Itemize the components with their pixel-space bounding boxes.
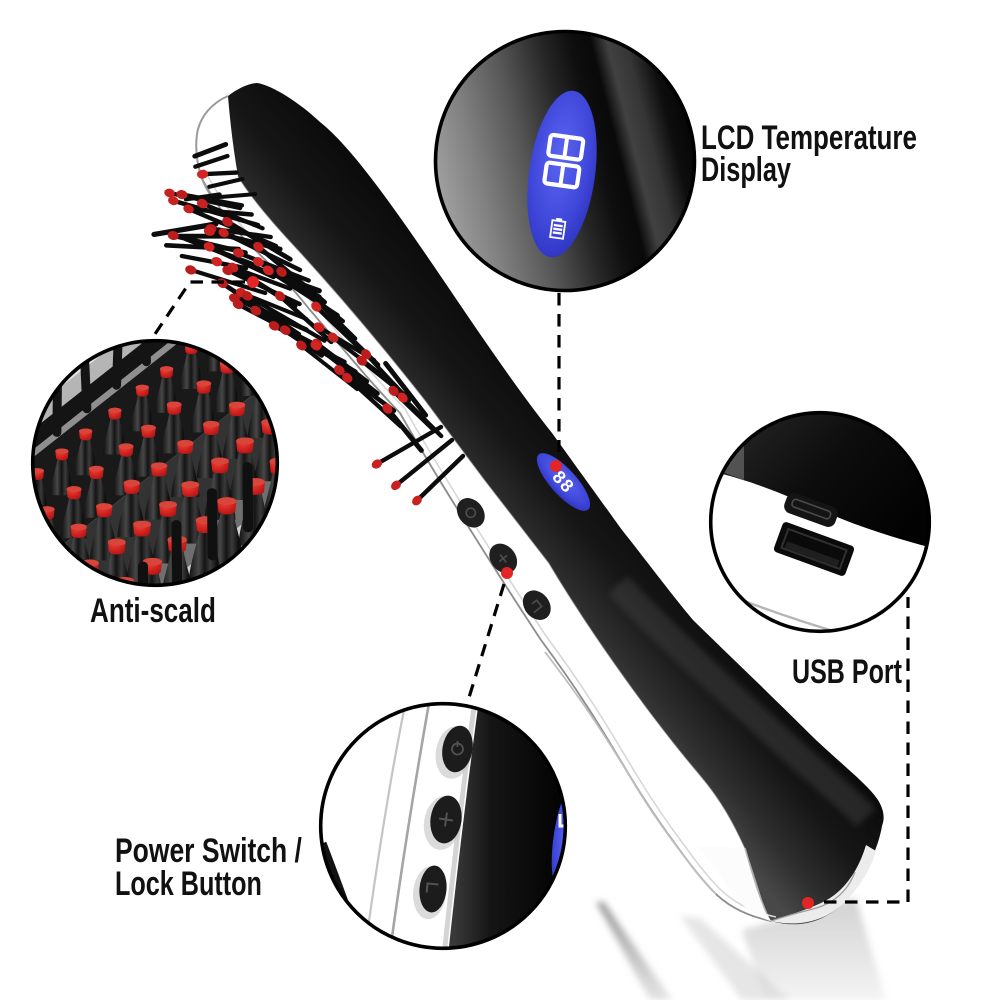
svg-text:Power Switch /: Power Switch /: [115, 832, 302, 870]
svg-text:Lock Button: Lock Button: [115, 865, 262, 902]
svg-text:Display: Display: [701, 152, 791, 189]
svg-text:USB Port: USB Port: [792, 653, 902, 691]
svg-text:LCD Temperature: LCD Temperature: [701, 120, 917, 157]
svg-text:Anti-scald: Anti-scald: [90, 593, 216, 630]
